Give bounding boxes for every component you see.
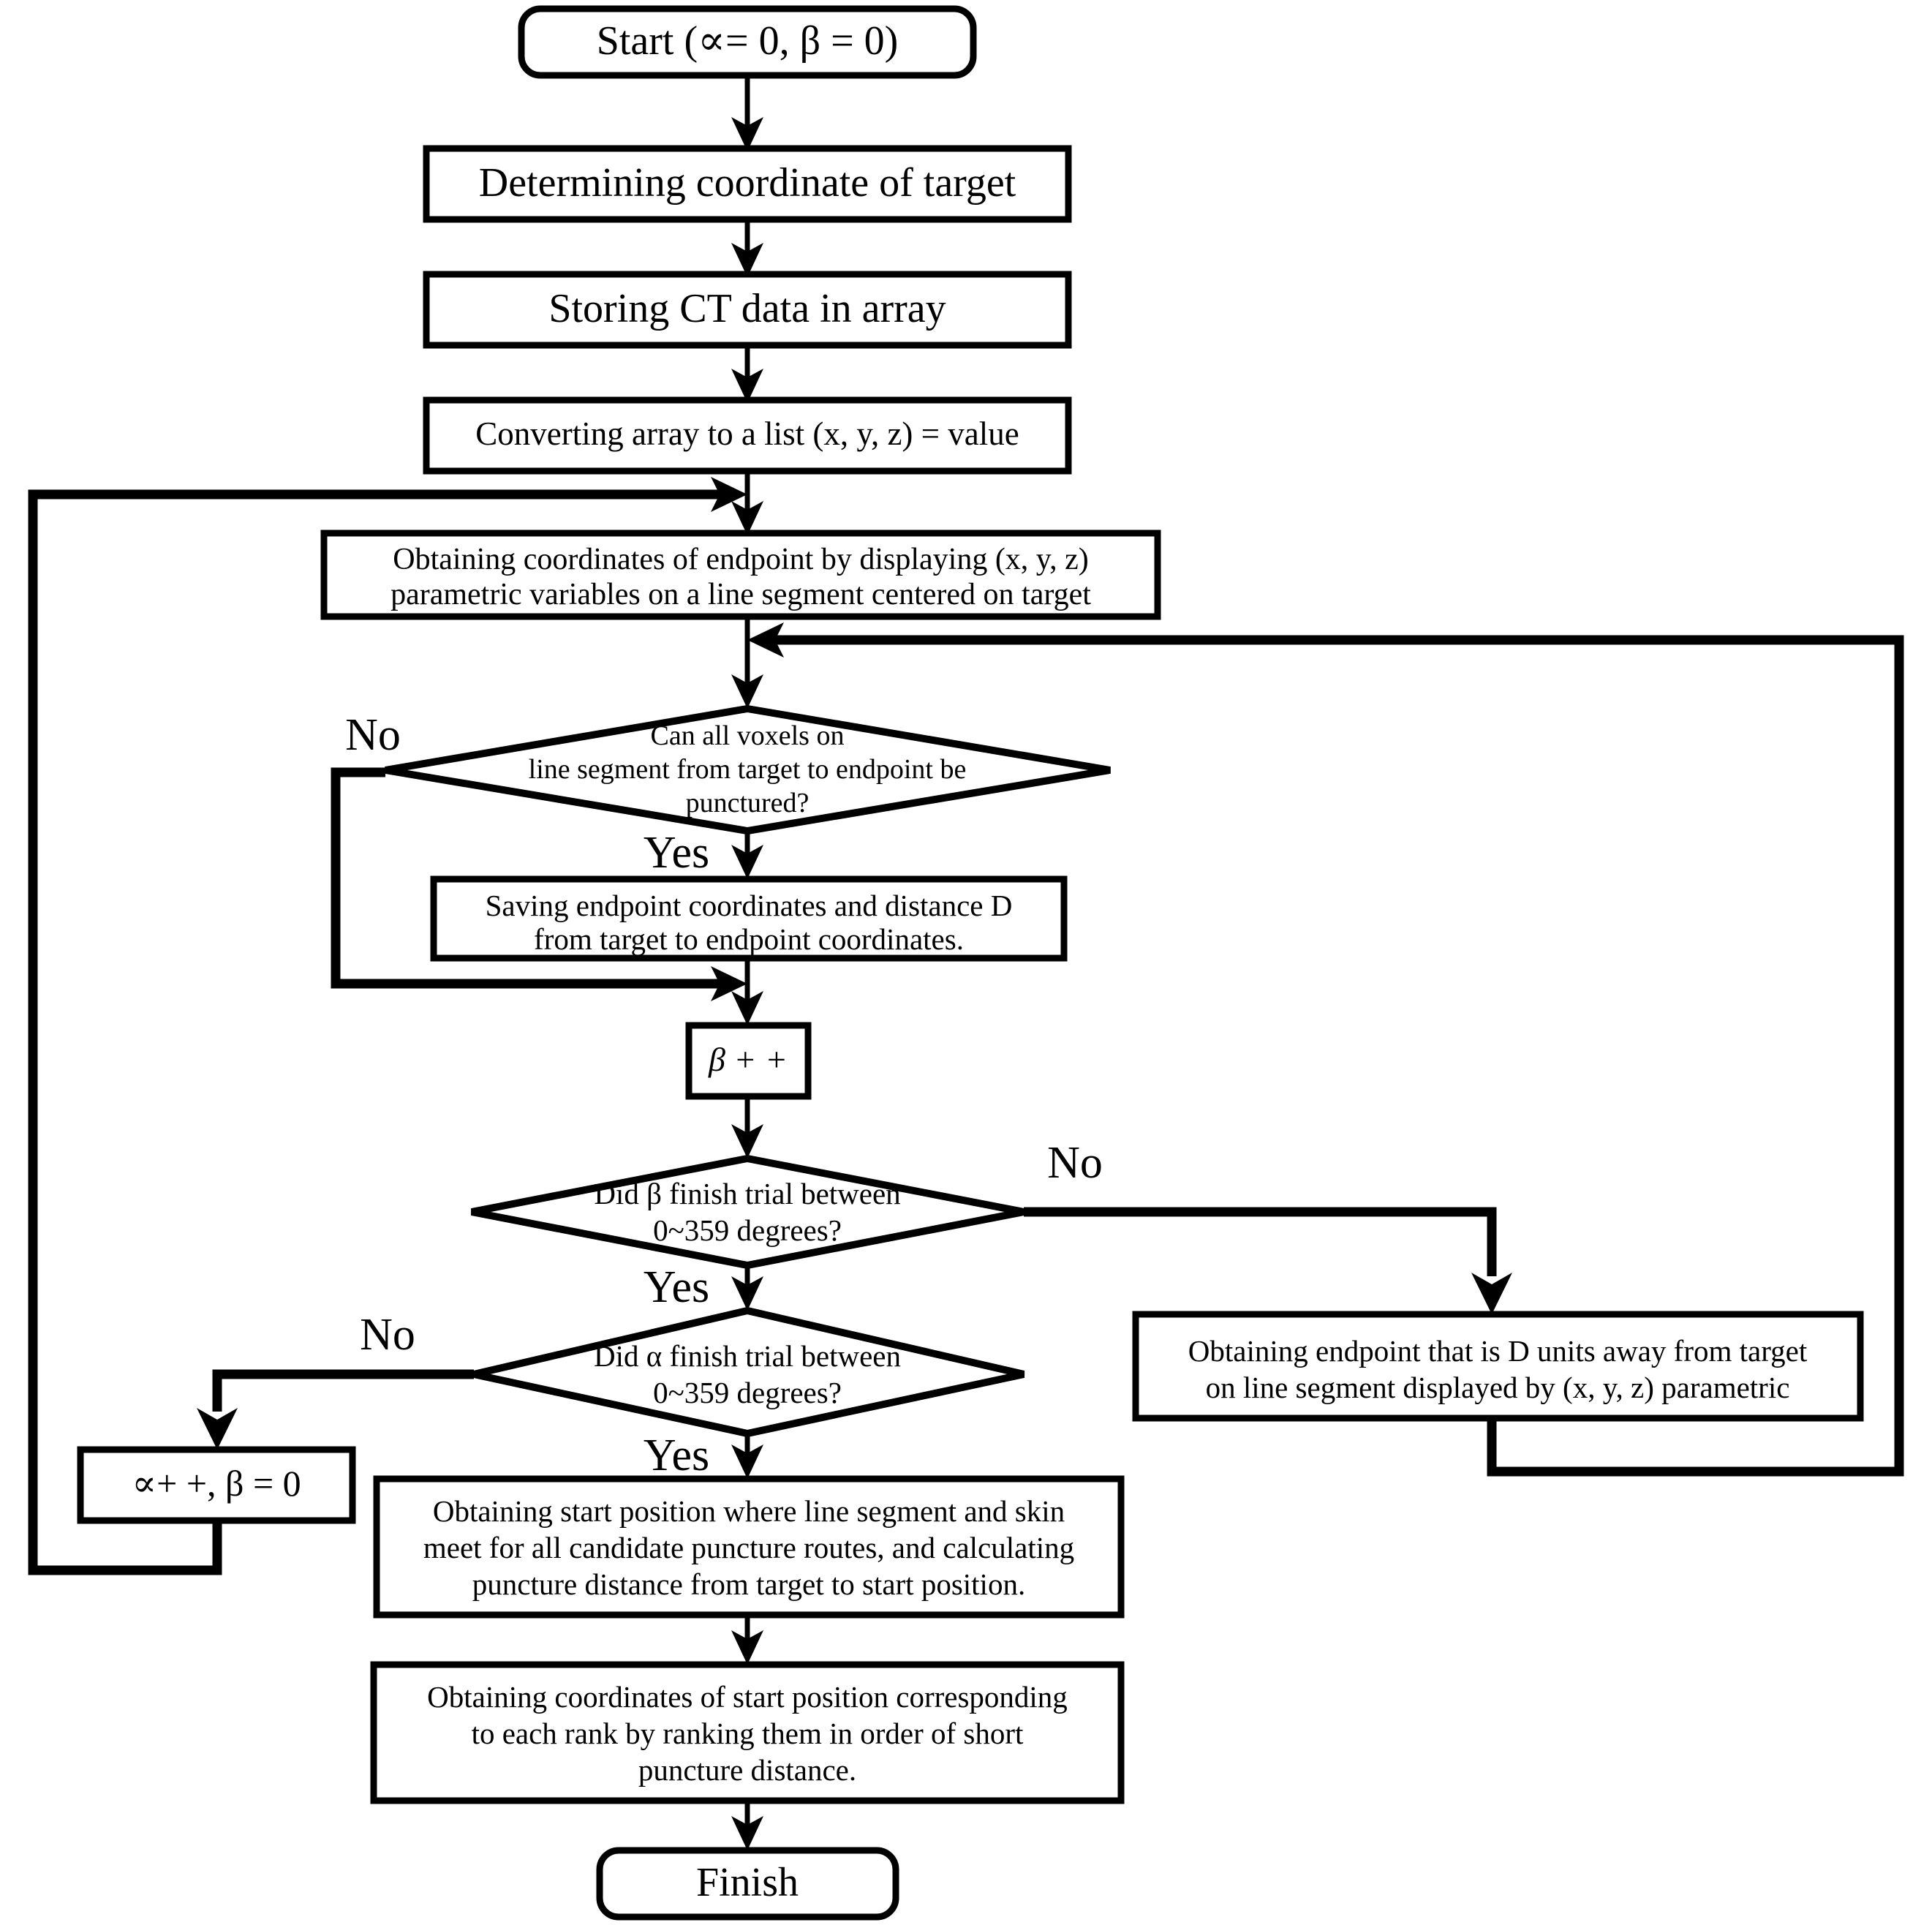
- node-obtain-endpoint-coords[interactable]: Obtaining coordinates of endpoint by dis…: [320, 530, 1161, 620]
- node-start[interactable]: Start (∝= 0, β = 0): [518, 5, 977, 79]
- node-decision-voxels[interactable]: Can all voxels on line segment from targ…: [385, 704, 1111, 835]
- node-decision-beta-line2: 0~359 degrees?: [653, 1213, 842, 1247]
- node-obtain-start-position-line2: meet for all candidate puncture routes, …: [423, 1531, 1074, 1564]
- edge-save-endpoint-to-beta-increment: [731, 958, 763, 1025]
- node-decision-beta-line1: Did β finish trial between: [594, 1177, 900, 1210]
- node-obtain-endpoint-d[interactable]: Obtaining endpoint that is D units away …: [1132, 1311, 1864, 1422]
- node-obtain-endpoint-d-line2: on line segment displayed by (x, y, z) p…: [1206, 1371, 1790, 1404]
- edge-obtain-start-to-rank: [731, 1615, 763, 1665]
- node-decision-voxels-line3: punctured?: [686, 788, 810, 818]
- node-obtain-endpoint-d-line1: Obtaining endpoint that is D units away …: [1188, 1334, 1808, 1368]
- edge-determine-target-to-store-ct: [731, 219, 763, 277]
- node-obtain-endpoint-coords-line2: parametric variables on a line segment c…: [390, 578, 1091, 611]
- edge-label-alpha-no: No: [360, 1310, 415, 1360]
- node-start-label: Start (∝= 0, β = 0): [597, 18, 899, 64]
- node-determine-target-label: Determining coordinate of target: [479, 160, 1016, 206]
- edge-label-beta-no: No: [1047, 1138, 1103, 1188]
- node-decision-voxels-line1: Can all voxels on: [651, 720, 845, 751]
- edge-decision-beta-yes: [731, 1265, 763, 1311]
- node-beta-increment-label: β + +: [708, 1041, 788, 1078]
- node-store-ct[interactable]: Storing CT data in array: [423, 271, 1072, 349]
- edge-beta-increment-to-decision-beta: [731, 1096, 763, 1159]
- node-obtain-endpoint-coords-line1: Obtaining coordinates of endpoint by dis…: [393, 543, 1088, 576]
- node-decision-voxels-line2: line segment from target to endpoint be: [529, 754, 967, 785]
- node-decision-alpha-line1: Did α finish trial between: [594, 1339, 901, 1373]
- node-decision-alpha[interactable]: Did α finish trial between 0~359 degrees…: [472, 1306, 1025, 1438]
- edge-store-ct-to-convert-array: [731, 345, 763, 403]
- edge-label-beta-yes: Yes: [644, 1262, 709, 1312]
- node-determine-target[interactable]: Determining coordinate of target: [423, 145, 1072, 223]
- node-rank-start-positions-line2: to each rank by ranking them in order of…: [472, 1717, 1024, 1750]
- edge-decision-alpha-no: [197, 1369, 474, 1450]
- node-rank-start-positions[interactable]: Obtaining coordinates of start position …: [370, 1661, 1125, 1804]
- edge-label-alpha-yes: Yes: [644, 1431, 709, 1480]
- node-rank-start-positions-line3: puncture distance.: [638, 1753, 856, 1787]
- node-save-endpoint[interactable]: Saving endpoint coordinates and distance…: [430, 875, 1068, 962]
- node-obtain-start-position-line1: Obtaining start position where line segm…: [433, 1494, 1065, 1528]
- edge-decision-alpha-yes: [731, 1434, 763, 1479]
- edge-alpha-loopback-to-obtain-endpoint: [28, 477, 747, 1575]
- edge-obtain-endpoint-to-decision-voxels: [731, 617, 763, 709]
- edge-decision-beta-no: [1024, 1207, 1512, 1314]
- node-convert-array-label: Converting array to a list (x, y, z) = v…: [475, 415, 1019, 452]
- node-alpha-increment-label: ∝+ +, β = 0: [132, 1463, 301, 1504]
- edge-endpoint-d-loopback-to-decision-voxels: [747, 622, 1904, 1477]
- node-save-endpoint-line1: Saving endpoint coordinates and distance…: [486, 889, 1013, 922]
- edge-start-to-determine-target: [731, 75, 763, 151]
- edge-convert-array-to-obtain-endpoint: [731, 471, 763, 535]
- node-decision-beta[interactable]: Did β finish trial between 0~359 degrees…: [471, 1154, 1025, 1270]
- node-obtain-start-position[interactable]: Obtaining start position where line segm…: [373, 1475, 1125, 1619]
- node-rank-start-positions-line1: Obtaining coordinates of start position …: [427, 1680, 1068, 1714]
- edge-label-voxels-yes: Yes: [644, 828, 709, 878]
- node-alpha-increment[interactable]: ∝+ +, β = 0: [77, 1446, 356, 1524]
- node-store-ct-label: Storing CT data in array: [548, 286, 946, 331]
- edge-label-voxels-no: No: [345, 710, 401, 760]
- edge-decision-voxels-no: [331, 767, 747, 1001]
- node-decision-alpha-line2: 0~359 degrees?: [653, 1376, 842, 1409]
- node-obtain-start-position-line3: puncture distance from target to start p…: [472, 1567, 1025, 1601]
- node-convert-array[interactable]: Converting array to a list (x, y, z) = v…: [423, 396, 1072, 475]
- edge-decision-voxels-yes: [731, 831, 763, 879]
- node-finish[interactable]: Finish: [596, 1847, 899, 1921]
- node-beta-increment[interactable]: β + +: [685, 1022, 812, 1100]
- node-save-endpoint-line2: from target to endpoint coordinates.: [534, 922, 964, 956]
- node-finish-label: Finish: [696, 1860, 799, 1905]
- edge-rank-to-finish: [731, 1801, 763, 1850]
